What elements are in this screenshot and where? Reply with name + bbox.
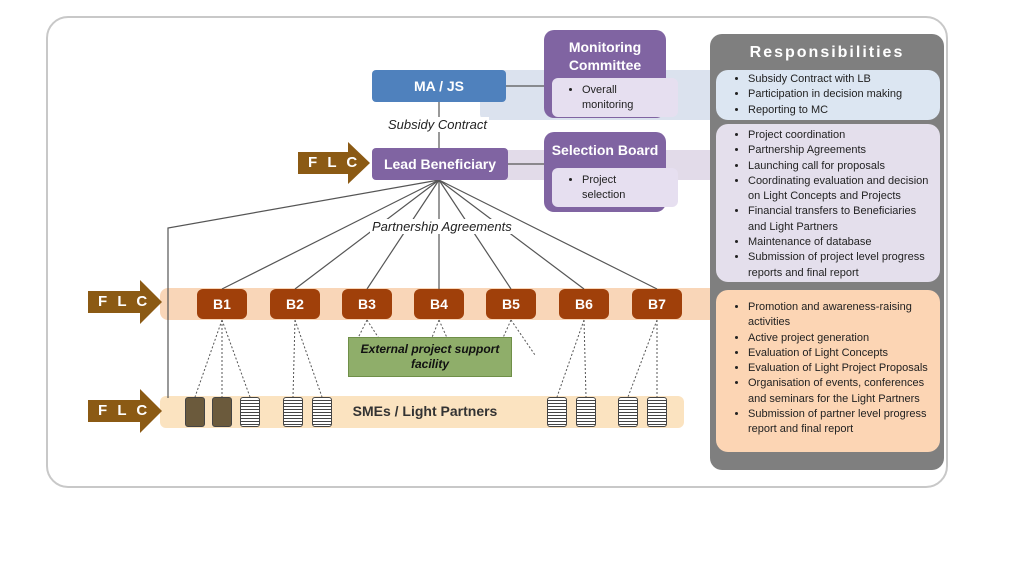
partnership-agreements-label: Partnership Agreements — [370, 219, 514, 234]
light-partner-icon — [283, 397, 303, 427]
responsibility-item: Financial transfers to Beneficiaries and… — [748, 204, 934, 235]
responsibility-item: Submission of partner level progress rep… — [748, 407, 934, 438]
responsibility-item: Evaluation of Light Project Proposals — [748, 361, 934, 376]
flc-arrow-beneficiaries-icon — [88, 280, 162, 324]
light-partner-icon — [647, 397, 667, 427]
light-partner-icon — [576, 397, 596, 427]
responsibilities-beneficiaries: Promotion and awareness-raising activiti… — [716, 290, 940, 452]
smes-light-partners-label: SMEs / Light Partners — [352, 403, 498, 419]
responsibility-item: Submission of project level progress rep… — [748, 250, 934, 281]
beneficiary-b3: B3 — [342, 289, 392, 319]
beneficiary-b7: B7 — [632, 289, 682, 319]
responsibility-item: Active project generation — [748, 331, 934, 346]
monitoring-committee-title: Monitoring Committee — [568, 39, 642, 73]
responsibilities-title: Responsibilities — [749, 44, 905, 61]
ma-js-node: MA / JS — [372, 70, 506, 102]
light-partner-icon — [618, 397, 638, 427]
light-partner-icon — [312, 397, 332, 427]
selection-board-title: Selection Board — [551, 142, 659, 158]
lead-beneficiary-node: Lead Beneficiary — [372, 148, 508, 180]
responsibility-item: Evaluation of Light Concepts — [748, 346, 934, 361]
external-support-facility-node: External project support facility — [348, 337, 512, 377]
beneficiary-b6: B6 — [559, 289, 609, 319]
responsibility-item: Maintenance of database — [748, 235, 934, 250]
sme-solid-icon — [185, 397, 205, 427]
beneficiary-b5: B5 — [486, 289, 536, 319]
responsibilities-lead-beneficiary: Project coordination Partnership Agreeme… — [716, 124, 940, 282]
flc-arrow-lead-icon — [298, 142, 370, 184]
responsibility-item: Partnership Agreements — [748, 143, 934, 158]
responsibility-item: Promotion and awareness-raising activiti… — [748, 300, 934, 331]
beneficiary-b2: B2 — [270, 289, 320, 319]
beneficiary-b4: B4 — [414, 289, 464, 319]
flc-arrow-smes-icon — [88, 389, 162, 433]
responsibility-item: Launching call for proposals — [748, 159, 934, 174]
responsibility-item: Organisation of events, conferences and … — [748, 376, 934, 407]
sme-solid-icon — [212, 397, 232, 427]
flc-label-beneficiaries: F L C — [98, 293, 151, 310]
subsidy-contract-label: Subsidy Contract — [386, 117, 489, 132]
light-partner-icon — [547, 397, 567, 427]
beneficiary-b1: B1 — [197, 289, 247, 319]
responsibilities-ma-js: Subsidy Contract with LB Participation i… — [716, 70, 940, 120]
responsibility-item: Subsidy Contract with LB — [748, 72, 934, 87]
flc-label-lead: F L C — [308, 154, 361, 171]
responsibility-item: Reporting to MC — [748, 103, 934, 118]
responsibility-item: Participation in decision making — [748, 87, 934, 102]
responsibility-item: Project coordination — [748, 128, 934, 143]
responsibility-item: Coordinating evaluation and decision on … — [748, 174, 934, 205]
flc-label-smes: F L C — [98, 402, 151, 419]
light-partner-icon — [240, 397, 260, 427]
